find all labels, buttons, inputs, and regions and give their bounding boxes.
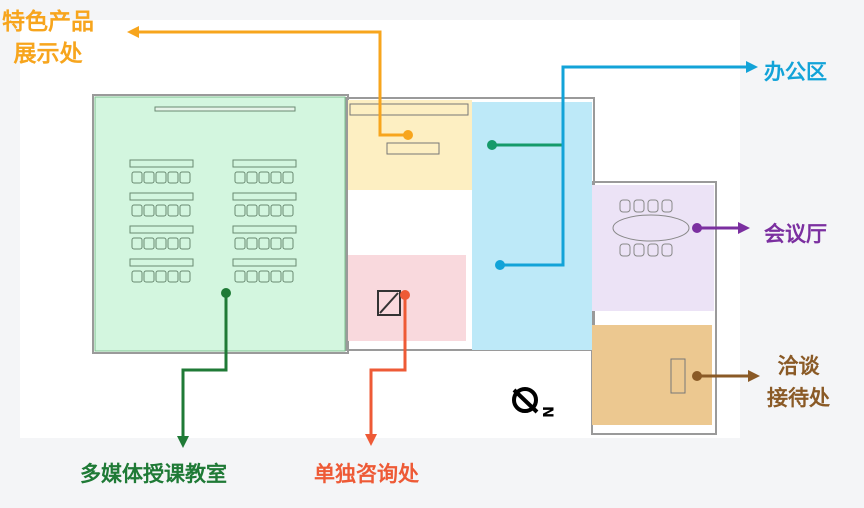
room-lounge <box>592 325 712 425</box>
arrowhead-icon <box>738 222 750 234</box>
label-display-line1: 特色产品 <box>2 9 94 35</box>
connector-lines <box>127 26 760 448</box>
label-office: 办公区 <box>764 60 827 84</box>
chair <box>647 243 659 257</box>
connector-dot <box>400 290 410 300</box>
chair <box>143 171 155 184</box>
chair <box>647 199 659 213</box>
chair <box>155 237 167 250</box>
chair <box>619 199 631 213</box>
chair <box>282 270 294 283</box>
chair <box>633 243 645 257</box>
label-display: 特色产品 展示处 <box>2 6 94 70</box>
chair <box>179 270 191 283</box>
chair <box>179 204 191 217</box>
chair <box>282 171 294 184</box>
arrowhead-icon <box>746 61 758 73</box>
room-meeting <box>592 185 714 311</box>
chair <box>246 270 258 283</box>
connector-dot <box>403 130 413 140</box>
chair <box>270 270 282 283</box>
room-display <box>348 100 472 190</box>
connector-dot <box>495 260 505 270</box>
connector-line <box>369 295 407 438</box>
chair <box>270 204 282 217</box>
arrowhead-icon <box>177 436 189 448</box>
chair <box>258 237 270 250</box>
chair <box>143 270 155 283</box>
chair <box>633 199 645 213</box>
label-lounge-line1: 洽谈 <box>777 354 820 378</box>
connector-dot <box>692 223 702 233</box>
chair <box>131 237 143 250</box>
label-classroom: 多媒体授课教室 <box>80 462 227 486</box>
connector-line <box>500 65 750 267</box>
arrowhead-icon <box>365 434 377 446</box>
room-classroom <box>94 96 346 352</box>
chair <box>270 237 282 250</box>
connector-dot <box>692 371 702 381</box>
label-display-line2: 展示处 <box>13 41 83 67</box>
desk <box>232 192 297 201</box>
desk <box>129 258 194 267</box>
chair <box>661 199 673 213</box>
chair <box>246 237 258 250</box>
chair <box>234 237 246 250</box>
arrowhead-icon <box>748 370 760 382</box>
chair <box>234 204 246 217</box>
chair <box>131 171 143 184</box>
chair <box>234 171 246 184</box>
desk <box>232 159 297 168</box>
label-lounge-line2: 接待处 <box>767 386 830 410</box>
chair <box>258 204 270 217</box>
chair <box>246 204 258 217</box>
connector-line <box>181 293 228 440</box>
desk <box>129 192 194 201</box>
compass-letter: N <box>538 406 555 418</box>
furniture <box>129 103 690 394</box>
connector-dot <box>487 140 497 150</box>
chair <box>155 171 167 184</box>
chair <box>179 171 191 184</box>
connector-dot <box>221 288 231 298</box>
label-consult: 单独咨询处 <box>314 462 419 486</box>
chair <box>131 270 143 283</box>
chair <box>619 243 631 257</box>
chair <box>143 237 155 250</box>
connector-line <box>135 30 408 137</box>
desk <box>129 159 194 168</box>
chair <box>661 243 673 257</box>
chair <box>167 171 179 184</box>
chair <box>155 204 167 217</box>
chair <box>179 237 191 250</box>
display-shelf <box>349 103 469 116</box>
label-meeting: 会议厅 <box>764 222 827 246</box>
desk <box>232 225 297 234</box>
chair <box>234 270 246 283</box>
chair <box>155 270 167 283</box>
chair <box>167 204 179 217</box>
display-shelf <box>386 142 440 155</box>
chair <box>258 270 270 283</box>
arrowhead-icon <box>127 26 139 38</box>
chair <box>167 237 179 250</box>
chair <box>282 204 294 217</box>
label-lounge: 洽谈 接待处 <box>767 350 830 414</box>
chair <box>258 171 270 184</box>
chair <box>131 204 143 217</box>
room-office <box>472 102 592 350</box>
north-compass-icon <box>512 387 539 414</box>
desk <box>232 258 297 267</box>
desk <box>129 225 194 234</box>
chair <box>282 237 294 250</box>
chair <box>270 171 282 184</box>
chair <box>143 204 155 217</box>
chair <box>167 270 179 283</box>
corridor <box>348 190 472 255</box>
chair <box>246 171 258 184</box>
